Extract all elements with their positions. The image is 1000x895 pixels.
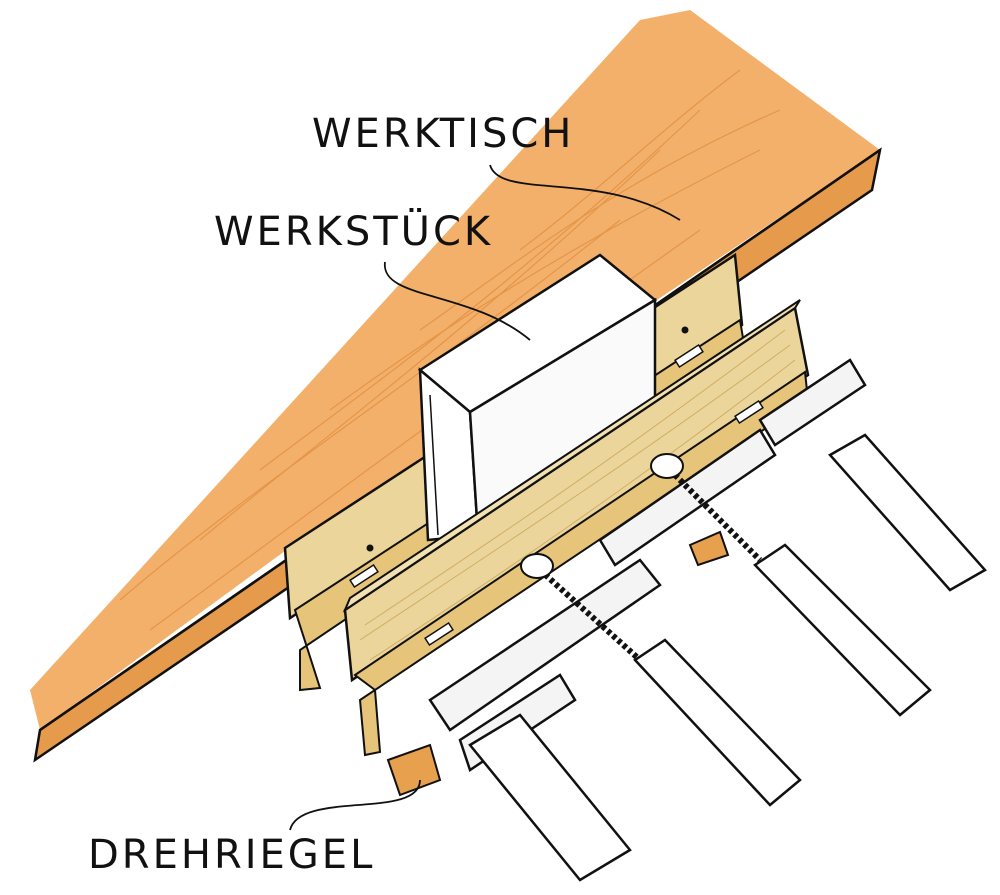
back-jaw-screw-hole-2 bbox=[681, 326, 689, 334]
label-werkstueck: WERKSTÜCK bbox=[214, 209, 494, 255]
front-jaw-slot bbox=[424, 621, 454, 647]
label-werktisch: WERKTISCH bbox=[312, 111, 575, 157]
workbench-grain bbox=[119, 69, 781, 631]
clamp-middle-pad bbox=[650, 453, 684, 479]
front-jaw bbox=[342, 299, 810, 757]
clamp-rear bbox=[758, 358, 987, 592]
clamp-front-screw bbox=[537, 567, 643, 663]
drehriegel-block-right bbox=[688, 530, 730, 567]
back-jaw-slot bbox=[349, 563, 379, 589]
clamp-middle-rail bbox=[598, 428, 777, 567]
clamp-rear-rail bbox=[758, 358, 867, 447]
drehriegel-blocks bbox=[386, 530, 730, 797]
leader-lines bbox=[289, 164, 681, 831]
front-jaw-grain bbox=[359, 329, 796, 661]
workpiece-edge bbox=[429, 394, 439, 536]
clamp-front-handle bbox=[633, 638, 802, 807]
leader-werkstueck bbox=[384, 261, 531, 341]
workpiece bbox=[417, 253, 658, 542]
back-jaw-screw-hole bbox=[366, 544, 374, 552]
label-drehriegel: DREHRIEGEL bbox=[88, 832, 376, 878]
clamp-front-rail bbox=[428, 558, 662, 732]
leader-drehriegel bbox=[289, 779, 421, 831]
clamp-front bbox=[428, 553, 802, 882]
clamp-middle-handle bbox=[753, 543, 932, 717]
clamp-middle-screw bbox=[667, 467, 763, 563]
clamp-middle bbox=[598, 428, 932, 717]
clamp-front-bar bbox=[468, 713, 632, 882]
clamp-front-pad bbox=[520, 553, 554, 579]
front-jaw-top bbox=[342, 299, 801, 613]
leader-werktisch bbox=[489, 164, 681, 221]
clamp-rear-bar bbox=[828, 433, 987, 592]
front-jaw-lower bbox=[353, 370, 810, 757]
back-jaw-slot-2 bbox=[674, 343, 704, 369]
front-jaw-slot-2 bbox=[734, 399, 764, 425]
drehriegel-block-left bbox=[386, 743, 442, 797]
